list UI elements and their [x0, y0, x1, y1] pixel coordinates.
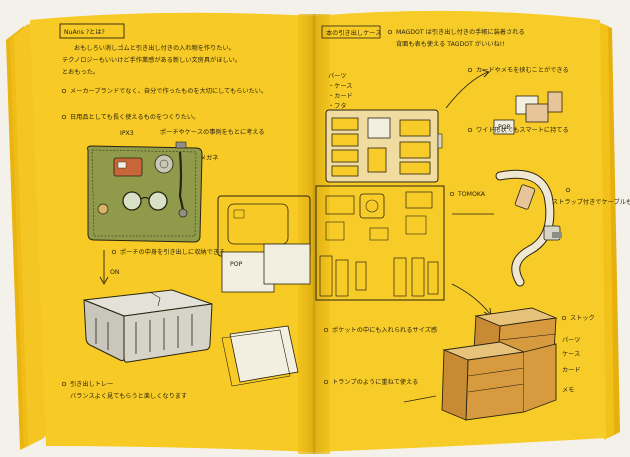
right-header: 本の引き出しケース — [326, 29, 381, 37]
label-tray: 引き出しトレー — [70, 380, 113, 388]
pouch-illustration — [87, 141, 203, 243]
drawer-sketch — [229, 325, 299, 383]
bullet-2: 日用品としても長く使えるものをつくりたい。 — [70, 113, 199, 121]
bullet-dot — [565, 187, 571, 193]
label-pouch: ポーチやケースの事例をもとに考える — [160, 128, 265, 136]
page-stack-right — [598, 22, 620, 440]
left-page-content: NuAns ?とは? おもしろい消しゴムと引き出し付きの入れ物を作りたい。 テク… — [59, 23, 267, 400]
stacked-boxes — [441, 307, 558, 421]
pop-cards: POP — [493, 91, 563, 135]
label-on: ON — [110, 269, 120, 276]
bullet-dot — [323, 327, 329, 333]
label-glasses: メガネ — [200, 154, 219, 162]
pop-tag-small: POP — [498, 124, 511, 131]
case-note: ワイド形状でもスマートに持てる — [476, 126, 569, 134]
case-outline-right — [315, 185, 445, 301]
device-outline — [227, 203, 289, 245]
bottom-note-2: トランプのように重ねて使える — [332, 378, 418, 386]
box-label-4: メモ — [562, 387, 574, 394]
leader-line — [403, 395, 437, 403]
list-title: パーツ — [328, 73, 346, 80]
gutter-shadow — [298, 14, 330, 454]
tray-illustration — [83, 289, 213, 363]
bullet-dot — [387, 29, 393, 35]
cable-illustration — [495, 169, 562, 287]
bullet-dot — [61, 114, 67, 120]
intro-line-2: テクノロジーもいいけど手作業感がある新しい文房具がほしい。 — [62, 56, 241, 64]
arrow-head — [481, 69, 490, 78]
bullet-dot — [61, 88, 67, 94]
organizer-case — [325, 109, 443, 183]
list-item-1: ・ケース — [328, 83, 352, 90]
bullet-dot — [467, 127, 473, 133]
bullet-dot — [467, 67, 473, 73]
header-note-2: 背面も表も使える TAGDOT がいいね!! — [396, 40, 505, 48]
left-title-box — [59, 23, 125, 39]
bullet-dot — [111, 249, 117, 255]
curved-arrow — [451, 283, 491, 315]
right-header-box — [321, 25, 381, 39]
page-stack-left — [6, 22, 46, 450]
right-page-content: 本の引き出しケース MAGDOT は引き出し付きの手帳に装着される 背面も表も使… — [321, 25, 630, 421]
list-item-2: ・カード — [328, 93, 353, 100]
box-label-1: パーツ — [562, 337, 580, 344]
box-label-3: カード — [562, 367, 581, 374]
arrow-head — [99, 276, 109, 285]
intro-line-1: おもしろい消しゴムと引き出し付きの入れ物を作りたい。 — [74, 44, 235, 52]
cable-note-2: ストラップ付きでケーブルもまとめられる — [552, 198, 630, 206]
card-note: カードやメモを挟むことができる — [476, 66, 569, 74]
intro-line-3: とおもった。 — [62, 69, 99, 76]
bottom-note-1: ポケットの中にも入れられるサイズ感 — [332, 326, 437, 334]
header-note: MAGDOT は引き出し付きの手帳に装着される — [396, 28, 525, 36]
bullet-dot — [561, 315, 567, 321]
left-title: NuAns ?とは? — [64, 29, 105, 36]
list-item-3: ・フタ — [328, 102, 347, 110]
bottom-bullet: ポーチの中身を引き出しに収納できる — [120, 248, 225, 256]
card-stack — [263, 243, 311, 285]
bullet-dot — [323, 379, 329, 385]
label-ipx: IPX3 — [120, 130, 134, 137]
bullet-dot — [61, 381, 67, 387]
center-diagram: POP — [217, 185, 445, 387]
box-note: ストック — [570, 315, 595, 322]
bullet-dot — [449, 191, 455, 197]
curved-arrow — [445, 71, 489, 109]
cable-note: TOMOKA — [457, 191, 486, 198]
bullet-1: メーカーブランドでなく、自分で作ったものを大切にしてもらいたい。 — [70, 87, 267, 95]
box-label-2: ケース — [562, 351, 580, 358]
label-final: バランスよく見てもらうと楽しくなります — [70, 392, 187, 400]
pop-tag: POP — [230, 261, 243, 268]
